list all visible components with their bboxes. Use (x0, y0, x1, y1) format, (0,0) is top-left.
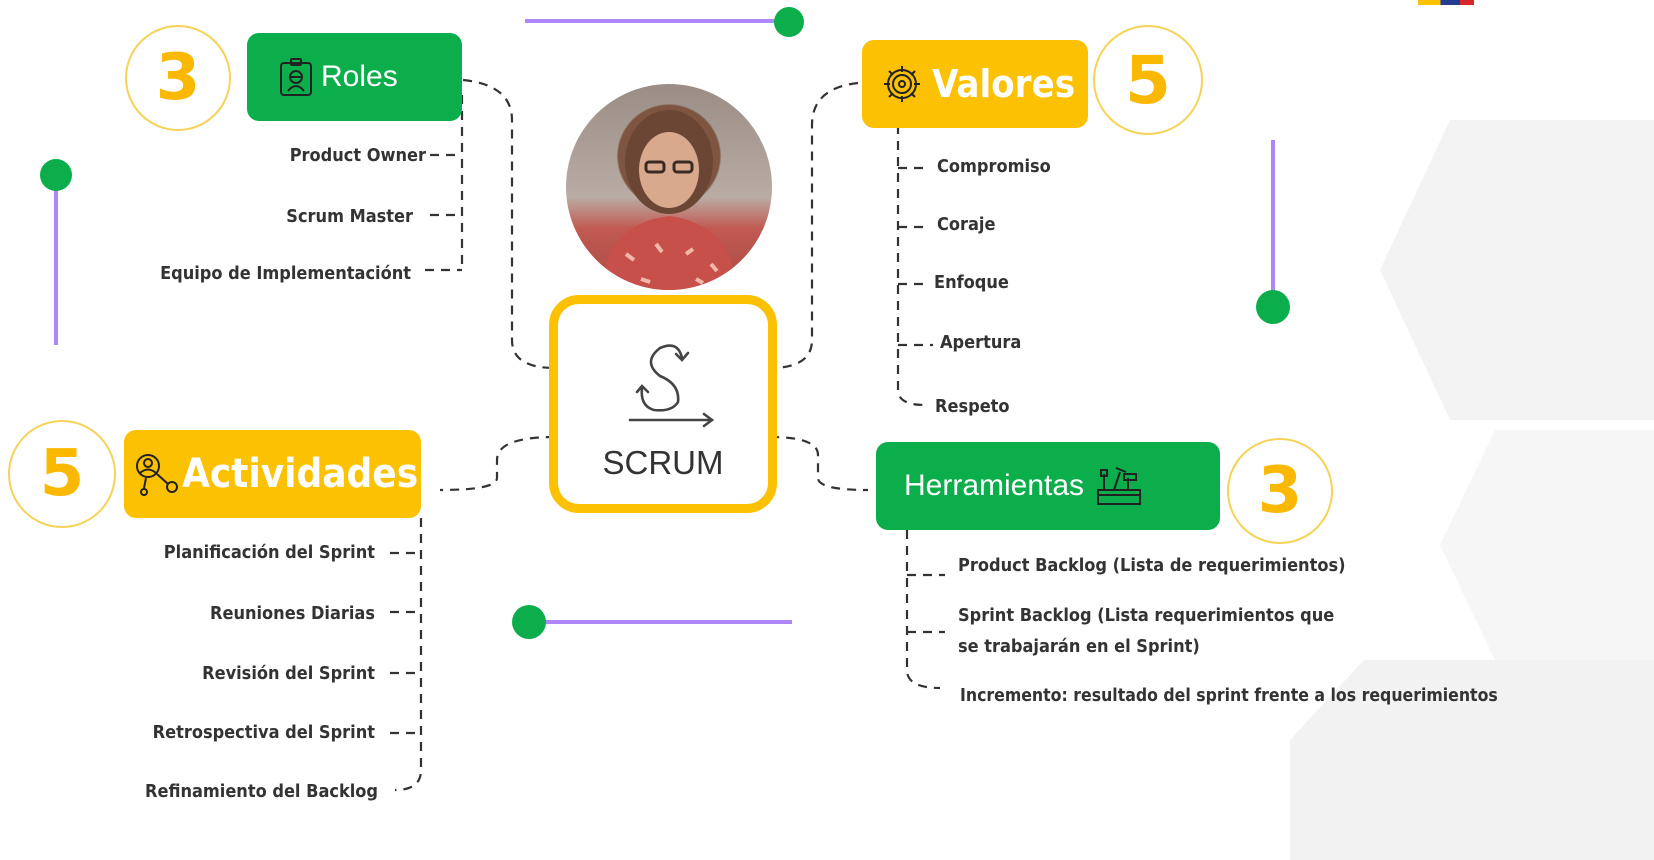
presenter-photo (566, 84, 772, 290)
accent-line (530, 620, 792, 624)
valores-label: Valores (932, 62, 1076, 106)
valores-branch-line (896, 125, 926, 407)
roles-item: Product Owner (289, 145, 426, 166)
roles-connector (462, 78, 556, 370)
flag-corner (1418, 0, 1474, 5)
toolbox-icon (1097, 467, 1142, 505)
people-network-icon (136, 454, 178, 496)
roles-item: Equipo de Implementaciónt (160, 263, 411, 284)
scrum-cycle-icon (628, 344, 715, 428)
valores-count: 5 (1125, 41, 1171, 119)
valores-item: Enfoque (934, 272, 1009, 293)
roles-count: 3 (155, 41, 201, 115)
actividades-item: Reuniones Diarias (209, 603, 375, 624)
accent-dot (512, 605, 546, 639)
valores-item: Coraje (937, 214, 996, 235)
herramientas-item: Incremento: resultado del sprint frente … (960, 686, 1498, 706)
accent-dot (1256, 290, 1290, 324)
actividades-item: Retrospectiva del Sprint (152, 722, 375, 743)
herramientas-count: 3 (1257, 454, 1303, 528)
valores-item: Compromiso (937, 156, 1051, 177)
scrum-label: SCRUM (602, 444, 724, 481)
id-badge-icon (280, 58, 312, 96)
herramientas-connector (769, 435, 869, 492)
actividades-item: Refinamiento del Backlog (144, 781, 378, 802)
scrum-center-box: SCRUM (549, 295, 777, 513)
valores-connector (769, 81, 859, 370)
herramientas-count-badge: 3 (1227, 438, 1333, 544)
accent-line (54, 185, 58, 345)
valores-box: Valores (862, 40, 1088, 128)
accent-dot (40, 159, 72, 191)
actividades-connector (439, 435, 556, 492)
actividades-count-badge: 5 (8, 420, 116, 528)
accent-line (525, 19, 790, 23)
valores-item: Apertura (940, 332, 1022, 353)
herramientas-item-continuation: se trabajarán en el Sprint) (958, 636, 1200, 657)
actividades-branch-line (394, 518, 423, 792)
valores-count-badge: 5 (1093, 25, 1203, 135)
accent-dot (774, 7, 804, 37)
actividades-item: Revisión del Sprint (202, 663, 375, 684)
herramientas-label: Herramientas (904, 469, 1085, 502)
gear-icon (884, 66, 920, 102)
roles-count-badge: 3 (125, 25, 231, 131)
roles-label: Roles (321, 60, 398, 93)
accent-line (1271, 140, 1275, 305)
actividades-item: Planificación del Sprint (163, 542, 375, 563)
actividades-count: 5 (39, 437, 85, 511)
valores-item: Respeto (935, 396, 1010, 417)
herramientas-item: Product Backlog (Lista de requerimientos… (958, 555, 1346, 576)
herramientas-box: Herramientas (876, 442, 1220, 530)
herramientas-item: Sprint Backlog (Lista requerimientos que (958, 605, 1335, 626)
roles-box: Roles (247, 33, 462, 121)
background-hexagon (1290, 660, 1654, 860)
herramientas-branch-line (905, 530, 941, 690)
person-silhouette (601, 110, 737, 290)
roles-item: Scrum Master (286, 206, 413, 227)
actividades-box: Actividades (124, 430, 421, 518)
actividades-label: Actividades (182, 451, 419, 497)
